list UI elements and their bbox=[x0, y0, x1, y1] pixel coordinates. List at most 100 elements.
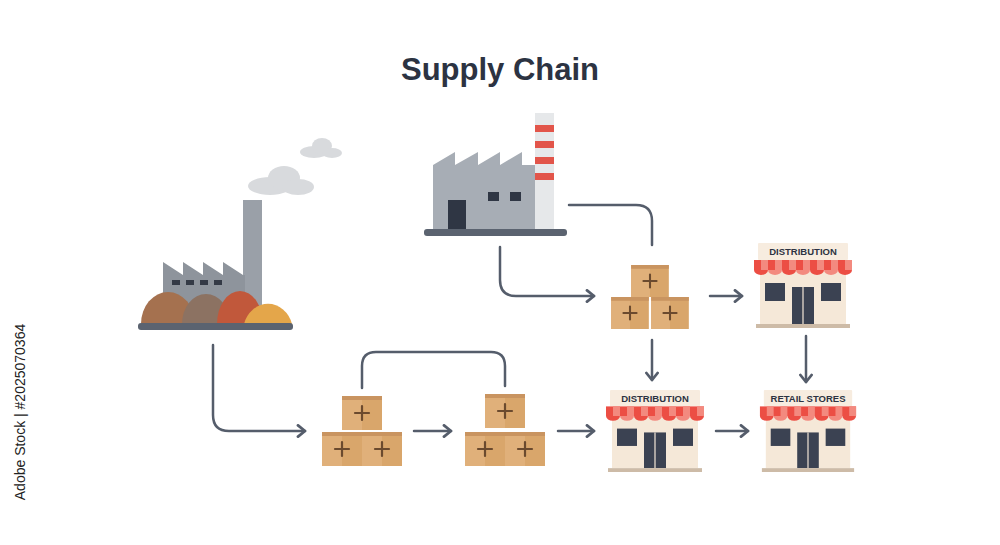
raw-material-factory bbox=[138, 138, 342, 330]
awning-scallop bbox=[796, 270, 810, 275]
awning-scallop bbox=[782, 270, 796, 275]
factory-window bbox=[186, 280, 194, 285]
crate-stack bbox=[465, 394, 545, 466]
flow-arrow bbox=[414, 430, 451, 433]
factory-window bbox=[172, 280, 180, 285]
flow-arrow bbox=[500, 247, 594, 296]
awning-stripe bbox=[781, 406, 788, 416]
ground-line bbox=[424, 229, 567, 236]
awning-scallop bbox=[815, 416, 829, 421]
crate-stack bbox=[611, 297, 649, 329]
store-sign bbox=[758, 243, 848, 260]
store-base bbox=[608, 468, 702, 472]
awning-scallop bbox=[829, 416, 843, 421]
store-sign-text: RETAIL STORES bbox=[764, 390, 852, 407]
store-awning bbox=[606, 406, 704, 416]
ground-line bbox=[138, 323, 293, 330]
awning-stripe bbox=[845, 260, 852, 270]
crate-stack bbox=[322, 396, 402, 466]
awning-scallop bbox=[838, 270, 852, 275]
factory-door bbox=[448, 200, 466, 230]
door-split bbox=[802, 287, 803, 324]
store-window bbox=[771, 429, 791, 446]
awning-scallop bbox=[810, 270, 824, 275]
awning-scallop bbox=[634, 416, 648, 421]
material-pile bbox=[244, 304, 292, 324]
awning-stripe bbox=[697, 406, 704, 416]
store-node: RETAIL STORES bbox=[756, 390, 860, 472]
store-window bbox=[765, 283, 785, 301]
store-awning bbox=[760, 406, 856, 416]
awning-stripe bbox=[613, 406, 620, 416]
store-wall bbox=[612, 417, 698, 468]
awning-scallop bbox=[801, 416, 815, 421]
awning-scallop bbox=[648, 416, 662, 421]
store-base bbox=[762, 468, 854, 472]
store-base bbox=[756, 324, 850, 328]
flow-connector bbox=[716, 430, 748, 433]
flow-arrow bbox=[710, 295, 742, 298]
flow-arrow bbox=[362, 352, 505, 388]
awning-stripe bbox=[641, 406, 648, 416]
crate-stack bbox=[362, 432, 402, 466]
awning-stripe bbox=[808, 406, 815, 416]
awning-stripe bbox=[789, 260, 796, 270]
awning-scallop bbox=[754, 270, 768, 275]
smoke-cloud bbox=[322, 148, 342, 158]
crate-stack bbox=[505, 432, 545, 466]
chimney bbox=[535, 113, 554, 230]
store-node: DISTRIBUTION bbox=[602, 390, 708, 472]
awning-stripe bbox=[822, 406, 829, 416]
crate-stack bbox=[322, 432, 362, 466]
awning-stripe bbox=[767, 406, 774, 416]
store-door bbox=[797, 432, 819, 468]
awning-scallop bbox=[690, 416, 704, 421]
awning-scallop bbox=[676, 416, 690, 421]
manufacturing-factory bbox=[424, 113, 567, 236]
store-wall bbox=[760, 271, 846, 324]
awning-scallop bbox=[824, 270, 838, 275]
awning-stripe bbox=[835, 406, 842, 416]
factory-window bbox=[488, 192, 499, 201]
awning-stripe bbox=[655, 406, 662, 416]
flow-arrow bbox=[558, 430, 594, 433]
flow-arrow bbox=[569, 205, 652, 245]
store-sign-text: DISTRIBUTION bbox=[610, 390, 700, 407]
flow-connector bbox=[805, 336, 808, 382]
awning-stripe bbox=[775, 260, 782, 270]
smoke-cloud bbox=[248, 138, 342, 195]
flow-arrow bbox=[213, 205, 742, 431]
awning-scallop bbox=[787, 416, 801, 421]
store-wall bbox=[766, 417, 850, 468]
connector-group bbox=[716, 336, 806, 431]
factory-window bbox=[488, 192, 521, 201]
store-sign bbox=[610, 390, 700, 406]
store-sign-text: DISTRIBUTION bbox=[758, 243, 848, 260]
awning-stripe bbox=[831, 260, 838, 270]
awning-stripe bbox=[683, 406, 690, 416]
factory-window bbox=[214, 280, 222, 285]
awning-scallop bbox=[774, 416, 788, 421]
chimney bbox=[535, 113, 554, 230]
awning-scallop bbox=[760, 416, 774, 421]
smoke-cloud bbox=[282, 179, 314, 195]
crate-stack bbox=[342, 396, 382, 430]
watermark-text: Adobe Stock | #2025070364 bbox=[12, 324, 28, 500]
store-window bbox=[673, 429, 693, 446]
door-split bbox=[807, 432, 808, 468]
factory-window bbox=[172, 280, 222, 285]
awning-stripe bbox=[803, 260, 810, 270]
awning-stripe bbox=[817, 260, 824, 270]
chimney bbox=[535, 157, 554, 164]
flow-arrow bbox=[651, 340, 654, 380]
store-sign bbox=[764, 390, 852, 406]
diagram-title: Supply Chain bbox=[0, 48, 1000, 92]
awning-scallop bbox=[620, 416, 634, 421]
store-door bbox=[792, 287, 814, 324]
factory-window bbox=[200, 280, 208, 285]
crate-stack bbox=[631, 265, 669, 297]
awning-scallop bbox=[606, 416, 620, 421]
store-window bbox=[821, 283, 841, 301]
crate-stack bbox=[485, 394, 525, 428]
